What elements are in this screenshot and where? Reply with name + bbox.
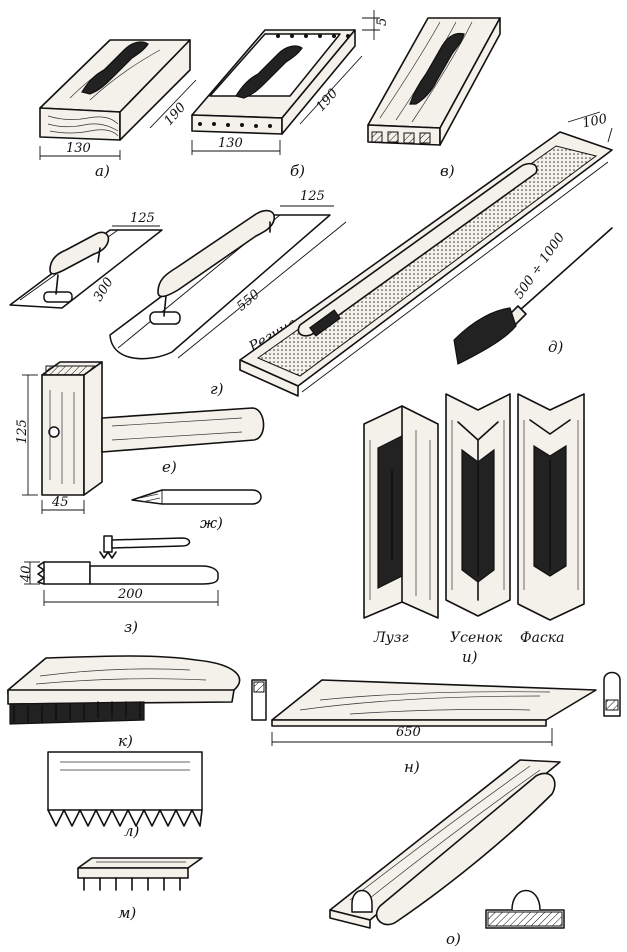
float-a xyxy=(39,39,197,160)
v-width-dim: 100 xyxy=(581,112,608,132)
b-width-dim: 130 xyxy=(218,136,243,151)
corner-usenok: Усенок xyxy=(450,630,503,646)
float-b xyxy=(191,10,380,155)
rule-float xyxy=(239,111,613,397)
e-width-dim: 45 xyxy=(51,495,69,510)
z-length-dim: 200 xyxy=(117,587,143,602)
rounded-float xyxy=(329,759,565,929)
a-width-dim: 130 xyxy=(66,141,91,156)
board xyxy=(271,671,621,746)
toothed-chisel-small xyxy=(99,535,191,559)
corner-float-usenok xyxy=(445,393,511,617)
corner-faska: Фаска xyxy=(520,630,565,646)
trowel-large xyxy=(109,205,347,360)
mallet xyxy=(22,361,265,514)
a-length-dim: 190 xyxy=(161,100,189,128)
serrated-scraper xyxy=(47,751,203,827)
toothed-chisel-large xyxy=(24,561,219,606)
label-i: и) xyxy=(462,648,478,666)
corner-float-faska xyxy=(517,393,585,621)
d-length-dim: 500 ÷ 1000 xyxy=(512,230,568,302)
wire-brush xyxy=(7,655,267,725)
label-l: л) xyxy=(124,822,140,840)
float-v xyxy=(367,17,501,146)
brush xyxy=(453,227,613,365)
trowel-small xyxy=(9,225,163,309)
label-z: з) xyxy=(124,618,138,636)
label-o: о) xyxy=(446,930,461,948)
g-large-width-dim: 125 xyxy=(300,189,325,204)
n-length-dim: 650 xyxy=(396,725,421,740)
label-n: н) xyxy=(404,758,420,776)
label-d: д) xyxy=(548,338,564,356)
g-small-width-dim: 125 xyxy=(130,211,155,226)
label-k: к) xyxy=(118,732,133,750)
label-a: а) xyxy=(95,162,110,180)
z-height-dim: 40 xyxy=(19,565,34,583)
label-b: б) xyxy=(290,162,305,180)
label-zh: ж) xyxy=(200,514,223,532)
chisel xyxy=(131,489,262,505)
corner-luzg: Лузг xyxy=(373,630,409,646)
label-e: е) xyxy=(162,458,177,476)
label-m: м) xyxy=(118,904,136,922)
label-g: г) xyxy=(210,380,224,398)
b-thick-dim: 5 xyxy=(375,18,390,26)
nail-comb xyxy=(77,857,203,891)
label-v: в) xyxy=(440,162,455,180)
e-height-dim: 125 xyxy=(15,419,30,444)
corner-float-luzg xyxy=(363,405,439,619)
